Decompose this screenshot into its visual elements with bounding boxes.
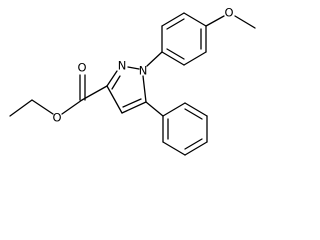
- pyrazole-ring-bonds: [106, 66, 147, 114]
- phenyl-bonds: [145, 101, 208, 156]
- phenyl-bond-2: [162, 141, 186, 156]
- bond-n2-n1: [127, 66, 140, 70]
- bond-n1-aryl: [146, 51, 163, 67]
- bond-omethoxy-ch3: [234, 15, 256, 29]
- phenyl-inner-2: [184, 138, 203, 150]
- bond-c4-c3: [106, 85, 123, 114]
- aryl-inner-3: [166, 48, 185, 60]
- bond-c3-n2-b: [111, 75, 121, 90]
- pyrazole-n2-label: N: [118, 59, 127, 73]
- ethyl-ester-bonds: [9, 74, 108, 117]
- aryl-bond-6: [161, 51, 185, 66]
- bond-c5-c4-a: [121, 101, 147, 114]
- bond-oester-ccarbonyl: [61, 99, 83, 115]
- bond-ch3-ch2: [9, 99, 33, 117]
- aryl-bond-2: [161, 12, 185, 27]
- bond-carbonyl-c3: [81, 85, 108, 101]
- pyrazole-n1-label: N: [139, 64, 148, 78]
- aryl-bond-5: [183, 51, 207, 66]
- methoxyphenyl-bonds: [146, 12, 256, 67]
- methoxy-oxygen-label: O: [224, 6, 233, 20]
- atom-labels: O O N N O: [52, 6, 233, 125]
- molecule-canvas: O O N N O: [9, 6, 256, 156]
- phenyl-bond-6: [162, 102, 186, 117]
- ester-oxygen-label: O: [52, 111, 61, 125]
- phenyl-bond-3: [184, 141, 208, 156]
- bond-c5-c4-b: [122, 98, 142, 108]
- bond-c5-phenyl: [145, 101, 164, 117]
- bond-n1-c5: [142, 75, 147, 103]
- pyrazole-ester-structure: O O N N O: [9, 6, 256, 156]
- aryl-inner-1: [166, 18, 185, 30]
- phenyl-bond-5: [184, 102, 208, 117]
- bond-aryl-omethoxy: [205, 15, 225, 27]
- phenyl-inner-3: [184, 108, 203, 120]
- bond-c3-n2-a: [106, 70, 118, 87]
- aryl-bond-3: [183, 12, 207, 27]
- bond-ch2-oester: [31, 99, 54, 115]
- carbonyl-oxygen-label: O: [77, 61, 86, 75]
